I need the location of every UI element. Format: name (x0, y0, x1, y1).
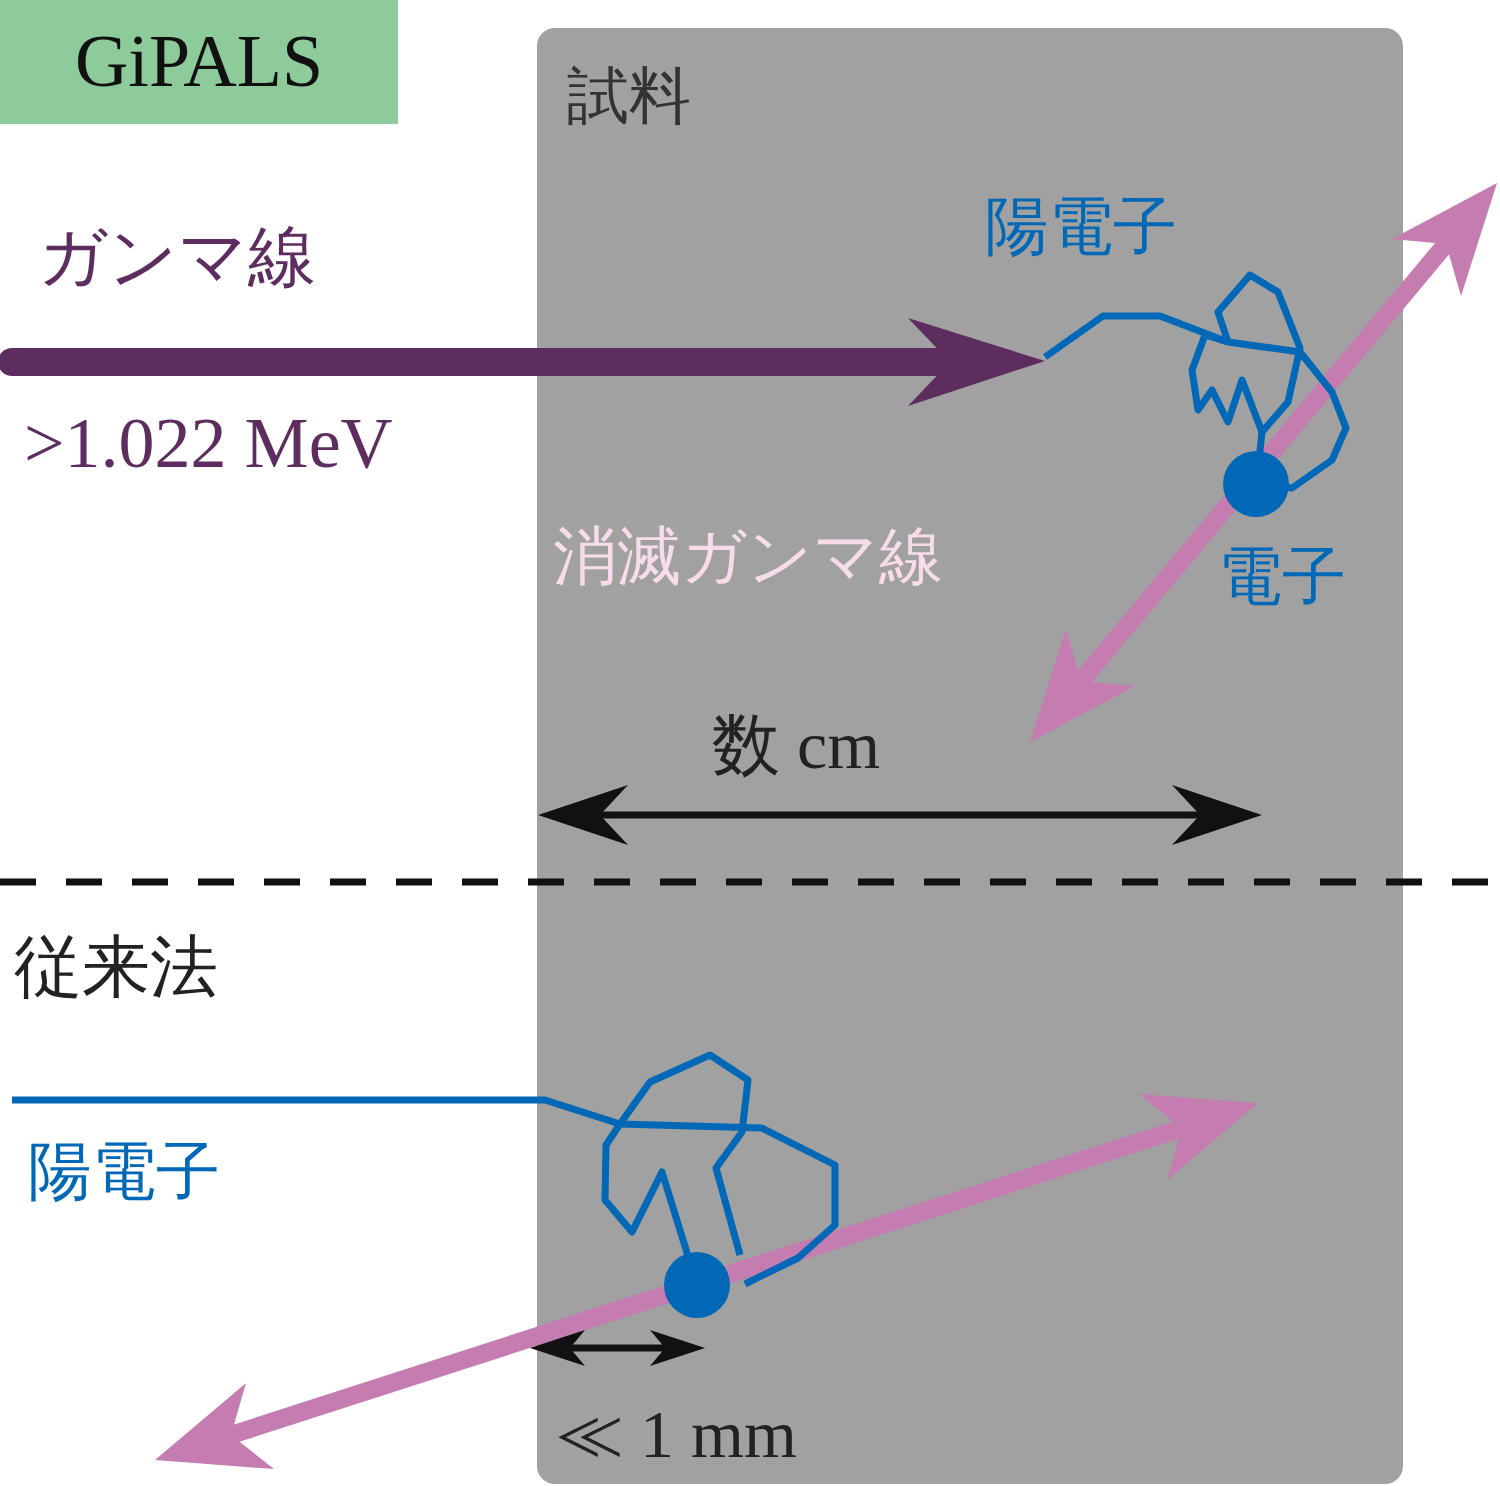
label-slot: ガンマ線 (38, 218, 316, 296)
label-slot: 陽電子 (28, 1135, 220, 1209)
label-slot: ≪ 1 mm (555, 1395, 797, 1473)
sample-block: 試料 (537, 28, 1403, 1484)
gamma-ray-arrow (12, 348, 960, 376)
method-label: 従来法 (14, 928, 218, 1006)
gamma-ray-label: ガンマ線 (38, 218, 316, 296)
energy-label: >1.022 MeV (24, 402, 393, 485)
label-slot: >1.022 MeV (24, 402, 393, 485)
positron-label: 陽電子 (985, 190, 1177, 264)
annihilation-arrowhead (1392, 183, 1497, 296)
annihilation-gamma (1081, 244, 1446, 681)
electron-label: 電子 (1218, 540, 1346, 614)
annihilation-arrowhead (155, 1383, 274, 1469)
dimension-arrowhead (538, 785, 628, 845)
label-slot: 消滅ガンマ線 (553, 520, 943, 594)
label-slot: 陽電子 (985, 190, 1177, 264)
label-slot: 従来法 (14, 928, 218, 1006)
divider-line (0, 879, 1500, 886)
node-text: 試料 (567, 60, 1373, 131)
dimension-arrowhead (530, 1330, 585, 1366)
label-slot: 電子 (1218, 540, 1346, 614)
annihilation-arrowhead (1139, 1094, 1258, 1180)
positron-label: 陽電子 (28, 1135, 220, 1209)
annihilation-gamma (231, 1128, 1182, 1435)
dimension-arrowhead (650, 1330, 705, 1366)
electron-dot (664, 1252, 730, 1318)
dimension-line (600, 812, 1200, 819)
dimension-line (570, 1345, 665, 1352)
annihilation-arrowhead (1030, 629, 1135, 742)
dimension-label: 数 cm (712, 706, 880, 784)
annihilation-label: 消滅ガンマ線 (553, 520, 943, 594)
dimension-label: ≪ 1 mm (555, 1395, 797, 1473)
dimension-arrowhead (1172, 785, 1262, 845)
electron-dot (1223, 451, 1289, 517)
node-text: GiPALS (75, 19, 323, 104)
method-tag: GiPALS (0, 0, 398, 124)
positron-track (1192, 275, 1300, 432)
gamma-ray-arrowhead (908, 318, 1045, 406)
label-slot: 数 cm (712, 706, 880, 784)
